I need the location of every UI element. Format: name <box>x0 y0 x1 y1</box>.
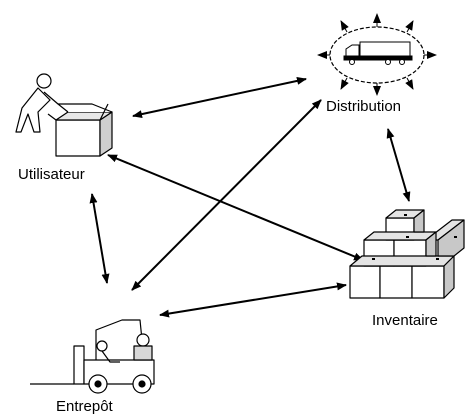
utilisateur-label: Utilisateur <box>18 166 85 183</box>
arrow-distribution-entrepot <box>131 99 322 291</box>
forklift-icon <box>30 319 155 394</box>
arrow-utilisateur-entrepot <box>89 193 110 284</box>
arrow-entrepot-inventaire <box>159 282 347 318</box>
truck-icon <box>317 13 437 96</box>
entrepot-label: Entrepôt <box>56 398 113 415</box>
inventaire-label: Inventaire <box>372 312 438 329</box>
distribution-label: Distribution <box>326 98 402 115</box>
arrow-utilisateur-inventaire <box>107 154 364 261</box>
arrow-distribution-inventaire <box>386 128 411 202</box>
stacked-boxes-icon <box>349 209 465 299</box>
user-with-box-icon <box>15 73 113 157</box>
arrow-utilisateur-distribution <box>132 76 307 119</box>
